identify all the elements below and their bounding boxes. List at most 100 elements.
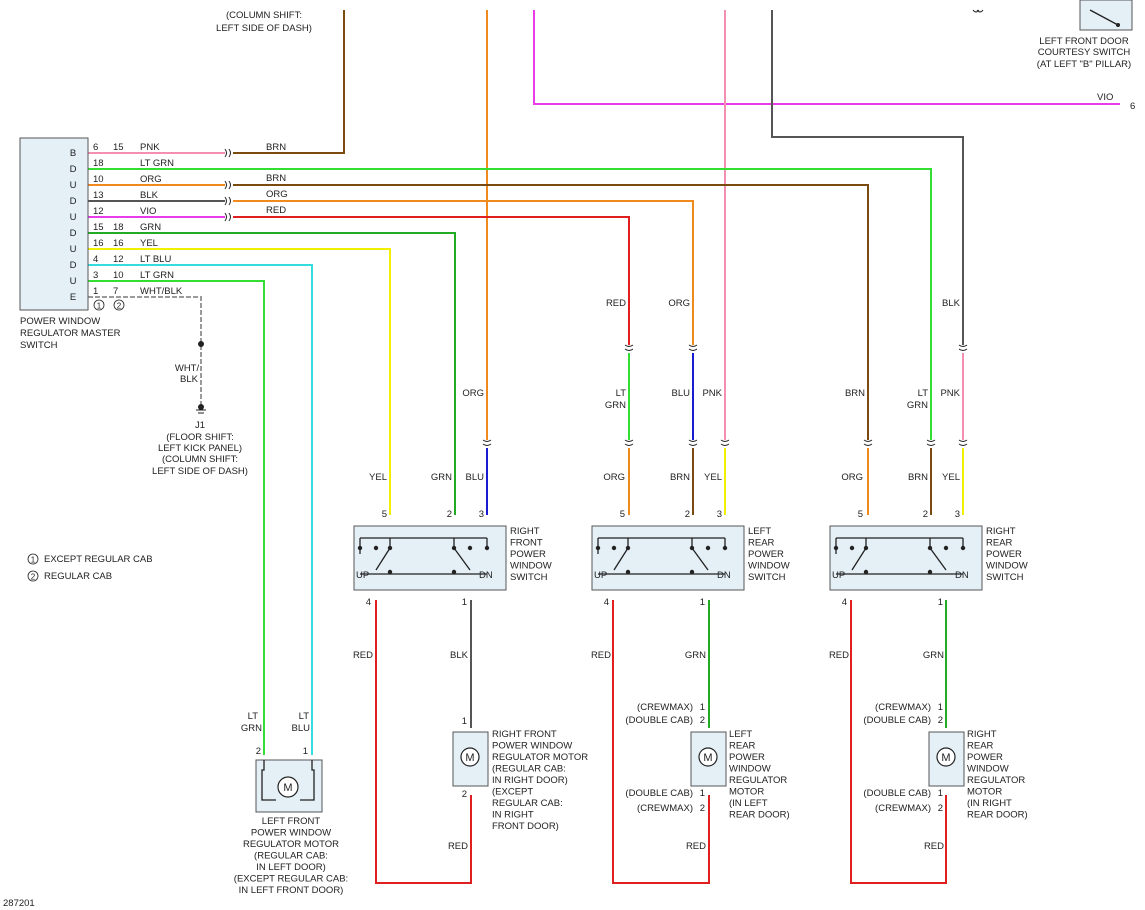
switch-node — [467, 545, 473, 551]
lf-wire-right-1: LT — [299, 711, 310, 722]
rr-out-wire-up: RED — [829, 650, 849, 661]
lr-pin: 3 — [717, 509, 722, 520]
rr-motor-box — [928, 731, 965, 787]
master-pin-letter: U — [70, 212, 77, 223]
courtesy-switch-label-3: (AT LEFT "B" PILLAR) — [1037, 59, 1131, 70]
switch-node — [863, 545, 869, 551]
rr-lower-brn: BRN — [845, 388, 865, 399]
switch-node — [722, 545, 728, 551]
switch-node — [927, 545, 933, 551]
switch-node — [689, 569, 695, 575]
switch-node — [689, 545, 695, 551]
ground-symbol — [196, 341, 206, 414]
rr-wire-label: BRN — [908, 472, 928, 483]
lf-motor-label-line: POWER WINDOW — [251, 828, 331, 839]
rr-out-pin-dn: 1 — [938, 597, 943, 608]
master-pin-num-1: 6 — [93, 142, 98, 153]
master-switch-label-3: SWITCH — [20, 340, 58, 351]
master-pin-num-1: 18 — [93, 158, 104, 169]
lf-motor-label-line: IN LEFT DOOR) — [256, 862, 326, 873]
switch-node — [960, 545, 966, 551]
lr-motor-label-line: REGULATOR — [729, 775, 787, 786]
rr-switch-label: POWER — [986, 549, 1022, 560]
rr-motor-label-line: RIGHT — [967, 729, 997, 740]
lr-bottom-wire: RED — [686, 841, 706, 852]
rr-out-pin-up: 4 — [842, 597, 847, 608]
lr-wire-label: BRN — [670, 472, 690, 483]
rf-motor-label-line: RIGHT FRONT — [492, 729, 557, 740]
master-pin-letter: D — [70, 260, 77, 271]
master-pin-letter: U — [70, 276, 77, 287]
lr-switch-label: REAR — [748, 538, 775, 549]
switch-node — [387, 545, 393, 551]
wire-blk-rr-top — [771, 10, 964, 345]
master-footnote-1: 1 — [97, 302, 102, 311]
lr-switch-label: LEFT — [748, 526, 771, 537]
courtesy-switch-box — [1079, 0, 1133, 31]
rr-upper-wire: BLK — [942, 298, 961, 309]
rr-motor-pin: 1 — [938, 702, 943, 713]
master-pin-color: ORG — [140, 174, 162, 185]
wire-vio-top — [533, 10, 1120, 105]
lr-switch-label: SWITCH — [748, 572, 786, 583]
rr-motor-label-line: MOTOR — [967, 787, 1002, 798]
master-switch-label-1: POWER WINDOW — [20, 316, 100, 327]
diagram-id: 287201 — [3, 898, 35, 909]
rf-switch-box — [353, 525, 507, 591]
lf-pin-right: 1 — [303, 746, 308, 757]
switch-node — [451, 545, 457, 551]
rf-motor-label-line: IN RIGHT DOOR) — [492, 775, 568, 786]
master-pin-letter: E — [70, 292, 76, 303]
master-pin-num-2: 12 — [113, 254, 124, 265]
ground-desc-1: (FLOOR SHIFT: — [166, 432, 234, 443]
legend-item-2: REGULAR CAB — [44, 571, 112, 582]
lr-motor-pin: 2 — [700, 715, 705, 726]
rr-switch-label: WINDOW — [986, 561, 1028, 572]
rf-switch-label: FRONT — [510, 538, 543, 549]
vio-pin: 6 — [1130, 101, 1135, 112]
rr-motor-label-line: REAR DOOR) — [967, 810, 1028, 821]
rr-motor-label-line: (IN RIGHT — [967, 798, 1012, 809]
rf-switch-label: WINDOW — [510, 561, 552, 572]
lr-switch-label: POWER — [748, 549, 784, 560]
rr-out-wire-dn: GRN — [923, 650, 944, 661]
wire-whtblk-gnd — [88, 296, 202, 410]
lr-motor-label-line: WINDOW — [729, 764, 771, 775]
lf-motor-label-line: LEFT FRONT — [262, 816, 321, 827]
lf-wire-left-2: GRN — [241, 723, 262, 734]
master-pin-num-1: 12 — [93, 206, 104, 217]
master-pin-num-2: 15 — [113, 142, 124, 153]
rr-lower-lt: LT — [918, 388, 929, 399]
switch-node — [943, 545, 949, 551]
master-pin-num-1: 10 — [93, 174, 104, 185]
lr-lower-pnk: PNK — [702, 388, 722, 399]
text-labels: (COLUMN SHIFT: LEFT SIDE OF DASH) LEFT F… — [3, 10, 1135, 909]
ground-desc-3: (COLUMN SHIFT: — [162, 454, 238, 465]
lr-lower-a-2: GRN — [605, 400, 626, 411]
lf-motor-label-line: (EXCEPT REGULAR CAB: — [234, 874, 348, 885]
wire-ltgrn-master — [88, 168, 932, 440]
wire-org-lr — [233, 200, 694, 345]
lr-wire-label: YEL — [704, 472, 722, 483]
rr-motor-note: (DOUBLE CAB) — [863, 788, 931, 799]
rf-dn: DN — [479, 570, 493, 581]
legend-item-1: EXCEPT REGULAR CAB — [44, 554, 153, 565]
rr-switch-box — [829, 525, 983, 591]
rf-motor-label-line: REGULATOR MOTOR — [492, 752, 588, 763]
lr-mid-wire-org: ORG — [668, 298, 690, 309]
master-pin-num-2: 16 — [113, 238, 124, 249]
lr-lower-blu: BLU — [672, 388, 691, 399]
switch-dn-blade — [929, 547, 947, 571]
legend-num-1: 1 — [31, 556, 36, 565]
lr-motor-label-line: POWER — [729, 752, 765, 763]
lr-dn: DN — [717, 570, 731, 581]
lf-motor-box — [255, 759, 323, 813]
rf-pin: 3 — [479, 509, 484, 520]
rf-switch-label: POWER — [510, 549, 546, 560]
switch-node — [611, 545, 617, 551]
wire-red-rf-motor — [375, 600, 472, 884]
top-left-side-dash: LEFT SIDE OF DASH) — [216, 23, 312, 34]
connector-brn-top: BRN — [266, 142, 286, 153]
rr-bottom-wire: RED — [924, 841, 944, 852]
rf-motor-label-line: (EXCEPT — [492, 787, 533, 798]
